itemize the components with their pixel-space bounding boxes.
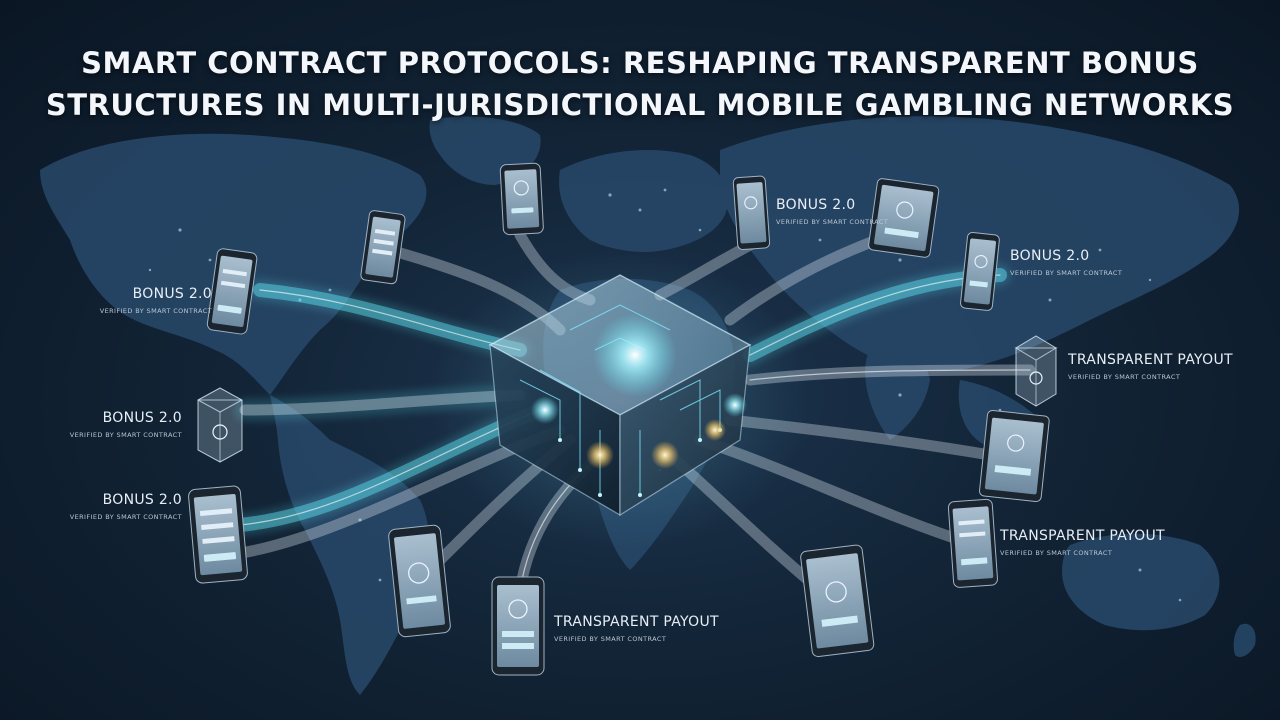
devices bbox=[188, 162, 1058, 676]
label-title: BONUS 2.0 bbox=[102, 410, 182, 426]
bonus-label: BONUS 2.0 VERIFIED BY SMART CONTRACT bbox=[776, 197, 888, 226]
title-line-1: SMART CONTRACT PROTOCOLS: RESHAPING TRAN… bbox=[81, 46, 1199, 80]
label-subtitle: VERIFIED BY SMART CONTRACT bbox=[99, 307, 212, 315]
label-title: TRANSPARENT PAYOUT bbox=[554, 614, 719, 630]
label-title: TRANSPARENT PAYOUT bbox=[1068, 352, 1233, 368]
label-subtitle: VERIFIED BY SMART CONTRACT bbox=[1000, 549, 1113, 557]
label-subtitle: VERIFIED BY SMART CONTRACT bbox=[69, 513, 182, 521]
smartphone-icon bbox=[960, 231, 1000, 311]
smartphone-icon bbox=[499, 162, 544, 236]
label-subtitle: VERIFIED BY SMART CONTRACT bbox=[69, 431, 182, 439]
label-title: TRANSPARENT PAYOUT bbox=[1000, 528, 1165, 544]
label-title: BONUS 2.0 bbox=[132, 286, 212, 302]
title-line-2: STRUCTURES IN MULTI-JURISDICTIONAL MOBIL… bbox=[45, 88, 1235, 122]
bonus-label: BONUS 2.0 VERIFIED BY SMART CONTRACT bbox=[70, 410, 182, 439]
smartphone-icon bbox=[360, 210, 406, 285]
label-title: BONUS 2.0 bbox=[102, 492, 182, 508]
smartphone-icon bbox=[732, 175, 771, 250]
payout-label: TRANSPARENT PAYOUT VERIFIED BY SMART CON… bbox=[554, 614, 719, 643]
smartphone-icon bbox=[188, 485, 248, 584]
tablet-icon bbox=[979, 409, 1050, 503]
smartphone-icon bbox=[206, 248, 258, 335]
label-subtitle: VERIFIED BY SMART CONTRACT bbox=[554, 635, 667, 643]
page-title: SMART CONTRACT PROTOCOLS: RESHAPING TRAN… bbox=[0, 42, 1280, 126]
shield-icon bbox=[197, 387, 243, 463]
smartphone-icon bbox=[947, 498, 998, 588]
blockchain-cube-icon bbox=[430, 250, 810, 550]
tablet-icon bbox=[800, 544, 875, 658]
bonus-label: BONUS 2.0 VERIFIED BY SMART CONTRACT bbox=[1010, 248, 1122, 277]
smartphone-icon bbox=[491, 576, 545, 676]
label-subtitle: VERIFIED BY SMART CONTRACT bbox=[1010, 269, 1123, 277]
smartphone-icon bbox=[388, 524, 451, 638]
label-title: BONUS 2.0 bbox=[776, 197, 856, 213]
label-title: BONUS 2.0 bbox=[1010, 248, 1090, 264]
label-subtitle: VERIFIED BY SMART CONTRACT bbox=[1068, 373, 1181, 381]
bonus-label: BONUS 2.0 VERIFIED BY SMART CONTRACT bbox=[100, 286, 212, 315]
tablet-icon bbox=[868, 178, 940, 258]
bonus-label: BONUS 2.0 VERIFIED BY SMART CONTRACT bbox=[70, 492, 182, 521]
shield-icon bbox=[1014, 335, 1058, 407]
payout-label: TRANSPARENT PAYOUT VERIFIED BY SMART CON… bbox=[1000, 528, 1165, 557]
payout-label: TRANSPARENT PAYOUT VERIFIED BY SMART CON… bbox=[1068, 352, 1233, 381]
label-subtitle: VERIFIED BY SMART CONTRACT bbox=[776, 218, 889, 226]
